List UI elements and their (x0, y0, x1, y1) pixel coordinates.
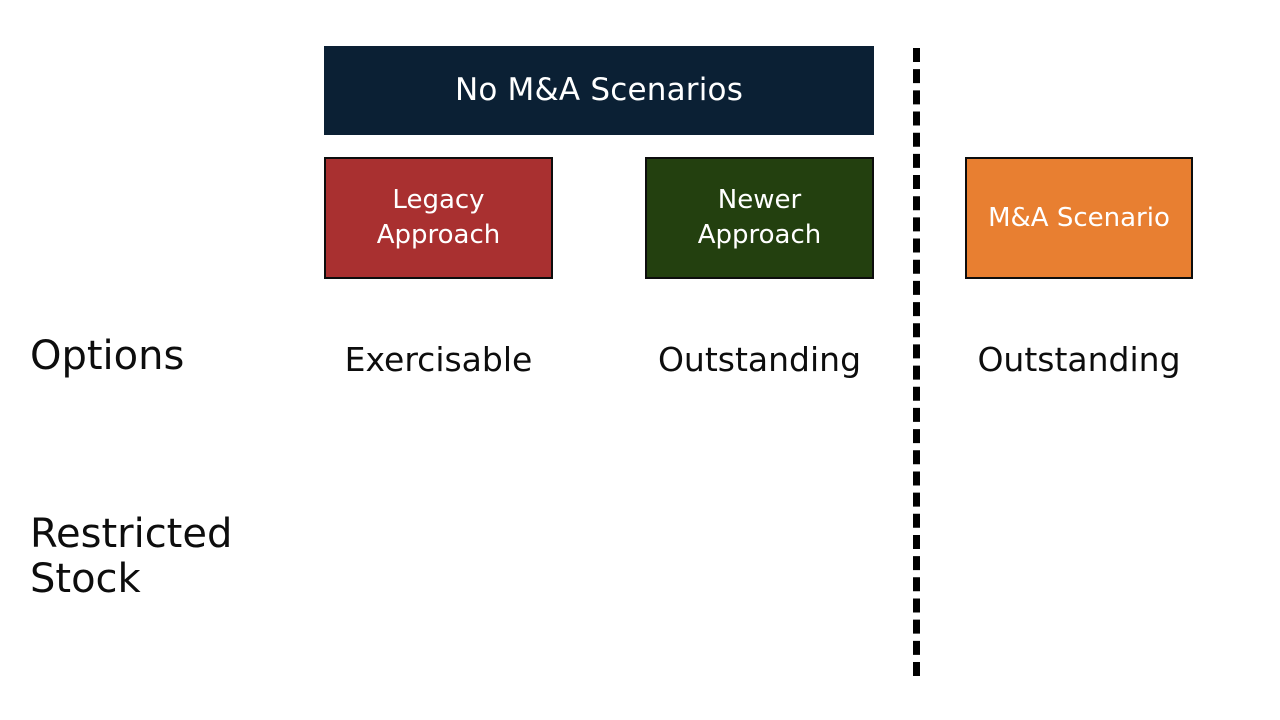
cell-options-legacy-approach: Exercisable (344, 340, 533, 379)
no-mna-scenarios-header-label: No M&A Scenarios (454, 72, 744, 109)
dashed-vertical-divider (913, 48, 920, 676)
row-label-restricted-stock: Restricted Stock (30, 511, 233, 603)
cell-restricted-stock-legacy-approach (324, 520, 553, 640)
column-header-newer-approach: Newer Approach (645, 157, 874, 279)
cell-options-newer-approach: Outstanding (657, 340, 862, 379)
no-mna-scenarios-header-band: No M&A Scenarios (324, 46, 874, 135)
column-header-mna-scenario-label: M&A Scenario (988, 202, 1170, 233)
column-header-newer-approach-label: Newer Approach (697, 185, 822, 250)
cell-options-mna-scenario: Outstanding (977, 340, 1181, 379)
column-header-mna-scenario: M&A Scenario (965, 157, 1193, 279)
row-label-options: Options (30, 333, 185, 379)
cell-restricted-stock-newer-approach (645, 520, 874, 640)
column-header-legacy-approach: Legacy Approach (324, 157, 553, 279)
column-header-legacy-approach-label: Legacy Approach (376, 185, 501, 250)
cell-restricted-stock-mna-scenario (965, 520, 1193, 640)
